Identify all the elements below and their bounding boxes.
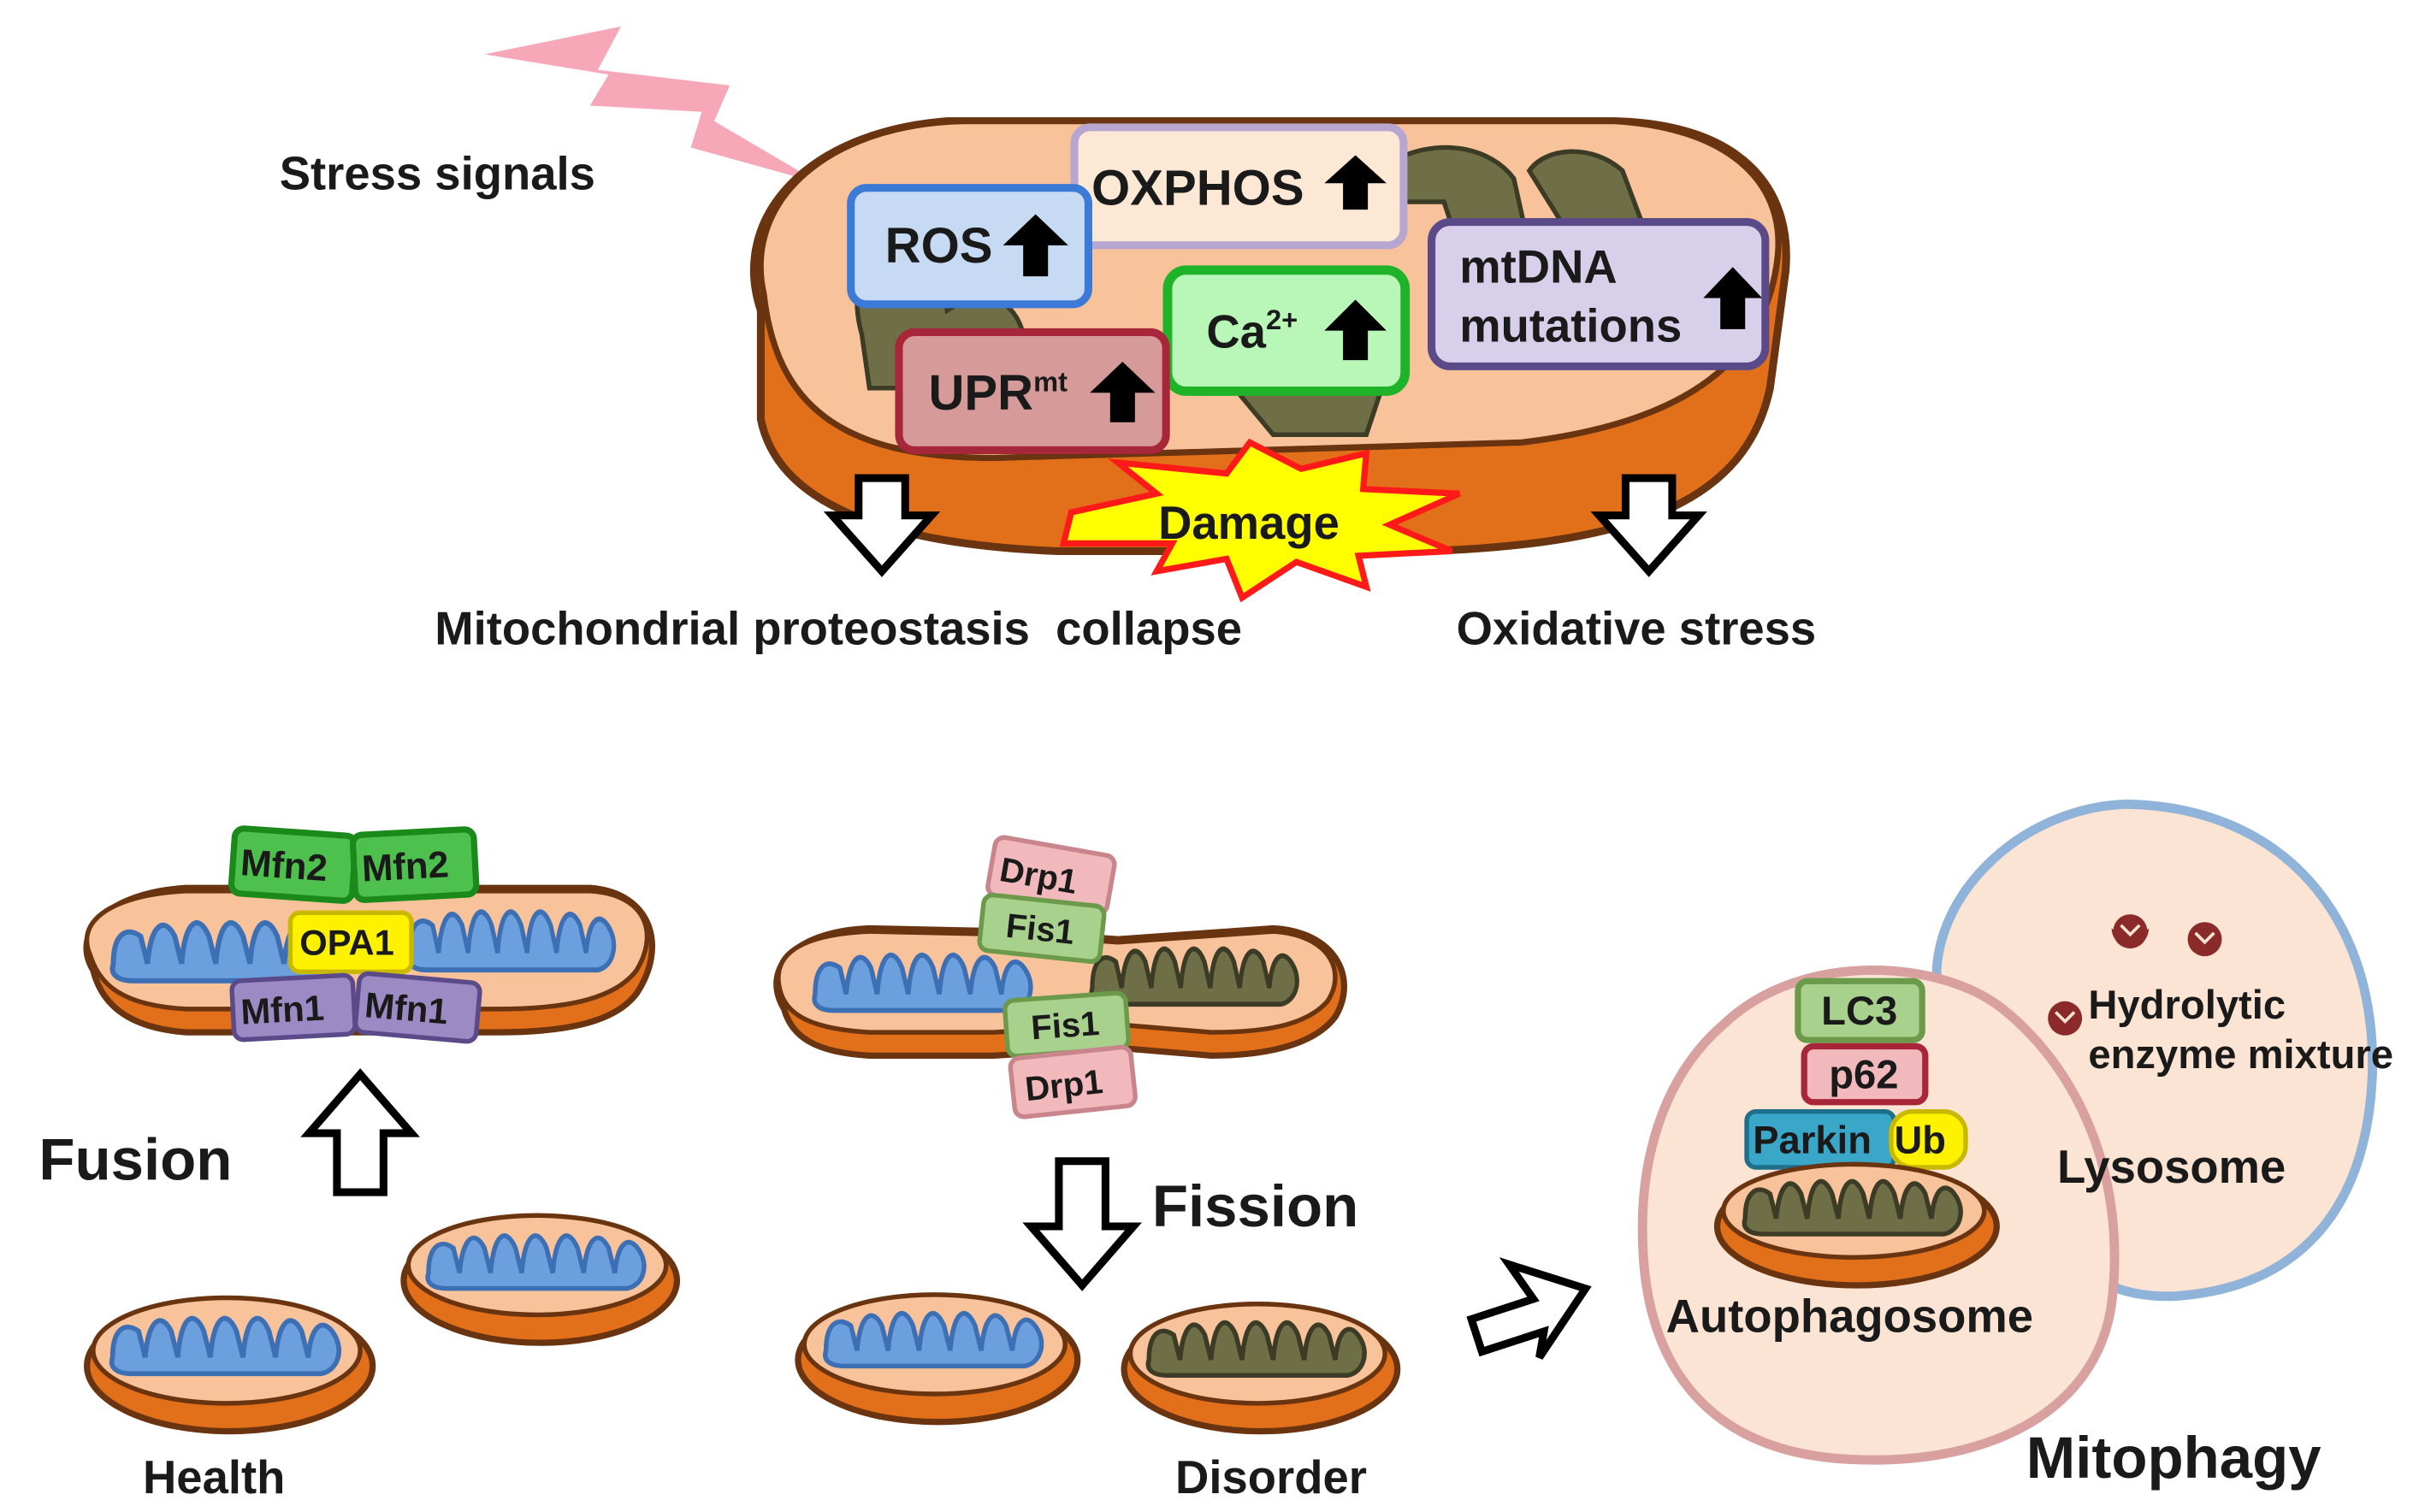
ros-box: ROS [847, 184, 1092, 309]
stress-signal-bolt [484, 26, 820, 184]
uprmt-box: UPRmt [895, 328, 1170, 454]
drp1-bottom-label: Drp1 [1023, 1063, 1104, 1108]
oxidative-stress-label: Oxidative stress [1457, 602, 1817, 654]
damaged-mitochondrion [1121, 1302, 1401, 1435]
healthy-mitochondrion [84, 1295, 376, 1435]
fis1-top-box: Fis1 [977, 892, 1107, 965]
fis1-bottom-label: Fis1 [1030, 1005, 1101, 1047]
up-arrow-icon [1324, 299, 1387, 361]
mtdna-label-line2: mutations [1459, 299, 1682, 351]
hydrolytic-label-line2: enzyme mixture [2088, 1032, 2393, 1078]
opa1-box: OPA1 [287, 910, 414, 975]
mfn1-left-box: Mfn1 [229, 972, 358, 1042]
fis1-top-label: Fis1 [1004, 907, 1076, 952]
calcium-box: Ca2+ [1162, 265, 1411, 396]
mtdna-box: mtDNA mutations [1428, 218, 1770, 370]
fission-label: Fission [1152, 1173, 1358, 1239]
up-arrow-icon [1090, 361, 1156, 422]
mtdna-label-line1: mtDNA [1459, 240, 1617, 292]
lc3-box: LC3 [1795, 977, 1925, 1043]
mfn2-right-label: Mfn2 [361, 844, 450, 889]
mfn1-right-box: Mfn1 [352, 971, 482, 1044]
mfn1-left-label: Mfn1 [240, 988, 325, 1032]
fission-down-arrow-icon [1022, 1157, 1143, 1291]
calcium-label: Ca2+ [1206, 304, 1298, 358]
health-label: Health [143, 1451, 285, 1503]
calcium-text: Ca [1206, 306, 1266, 358]
disorder-label: Disorder [1175, 1451, 1367, 1503]
upr-superscript: mt [1033, 365, 1068, 397]
fis1-bottom-box: Fis1 [1002, 990, 1131, 1059]
p62-label: p62 [1829, 1052, 1898, 1097]
up-arrow-icon [1002, 214, 1068, 277]
down-arrow-icon [823, 474, 941, 577]
mfn2-right-box: Mfn2 [349, 826, 480, 903]
mfn2-left-label: Mfn2 [240, 842, 329, 889]
oxphos-label: OXPHOS [1091, 161, 1304, 216]
lc3-label: LC3 [1821, 989, 1897, 1034]
dividing-mitochondrion [773, 924, 1347, 1059]
mitophagy-label: Mitophagy [2026, 1425, 2321, 1491]
parkin-box: Parkin [1744, 1108, 1897, 1170]
enzyme-icon [2111, 914, 2150, 949]
up-arrow-icon [1324, 155, 1387, 210]
enzyme-icon [2187, 922, 2222, 957]
enzyme-icon [2048, 1001, 2083, 1036]
calcium-superscript: 2+ [1266, 304, 1298, 335]
oxphos-box: OXPHOS [1070, 123, 1408, 250]
hydrolytic-label-line1: Hydrolytic [2088, 983, 2286, 1028]
up-arrow-icon [1703, 267, 1763, 329]
lysosome-label: Lysosome [2057, 1141, 2286, 1193]
fusion-label: Fusion [38, 1127, 232, 1193]
stress-signals-label: Stress signals [280, 147, 595, 199]
proteostasis-collapse-label: Mitochondrial proteostasis collapse [435, 602, 1242, 654]
upr-text: UPR [928, 365, 1033, 421]
mfn1-right-label: Mfn1 [364, 984, 450, 1031]
healthy-mitochondrion [400, 1213, 681, 1346]
ros-label: ROS [885, 218, 993, 274]
ub-label: Ub [1894, 1119, 1945, 1162]
opa1-label: OPA1 [299, 922, 394, 962]
autophagosome-label: Autophagosome [1666, 1290, 2033, 1342]
damage-label: Damage [1158, 497, 1340, 549]
damage-burst: Damage [1059, 438, 1461, 603]
uprmt-label: UPRmt [928, 365, 1068, 421]
right-arrow-icon [1466, 1257, 1592, 1360]
down-arrow-icon [1590, 474, 1707, 577]
drp1-bottom-box: Drp1 [1008, 1044, 1138, 1119]
ub-box: Ub [1889, 1108, 1968, 1170]
engulfed-mitochondrion [1713, 1161, 2000, 1289]
parkin-label: Parkin [1753, 1119, 1872, 1162]
fusion-up-arrow-icon [300, 1068, 420, 1196]
drp1-top-box: Drp1 [985, 835, 1117, 917]
p62-box: p62 [1801, 1042, 1929, 1106]
healthy-fragment-mitochondrion [795, 1292, 1081, 1426]
mfn2-left-box: Mfn2 [228, 825, 359, 904]
